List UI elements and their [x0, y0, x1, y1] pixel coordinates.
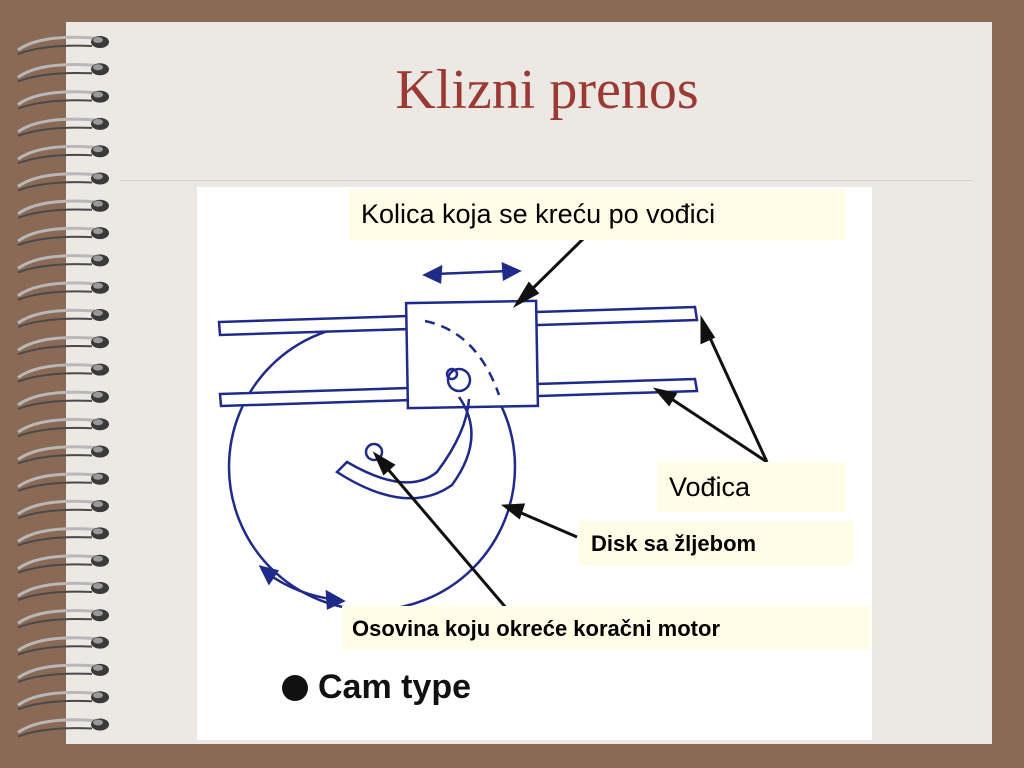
spiral-binding — [17, 35, 109, 738]
spiral-ring-icon — [17, 226, 109, 247]
spiral-ring-icon — [17, 363, 109, 383]
spiral-ring-icon — [17, 445, 109, 465]
label-shaft: Osovina koju okreće koračni motor — [342, 606, 870, 650]
label-carriage: Kolica koja se kreću po vođici — [349, 189, 845, 240]
spiral-ring-icon — [17, 690, 109, 711]
spiral-ring-icon — [17, 636, 109, 656]
diagram-drawing — [217, 237, 769, 612]
shaft-circle — [364, 442, 384, 462]
label-grooved-disk: Disk sa žljebom — [579, 521, 853, 565]
spiral-ring-icon — [17, 499, 109, 520]
spiral-ring-icon — [17, 527, 109, 547]
spiral-ring-icon — [17, 281, 109, 301]
leader-disk — [511, 507, 578, 539]
curved-arrow-icon — [258, 565, 346, 610]
slide-title: Klizni prenos — [395, 59, 699, 121]
spiral-ring-icon — [17, 308, 109, 328]
spiral-ring-icon — [17, 336, 109, 356]
spiral-ring-icon — [17, 63, 109, 83]
spiral-ring-icon — [17, 254, 109, 274]
spiral-ring-icon — [17, 417, 109, 438]
spiral-ring-icon — [17, 609, 109, 629]
leader-vodica-bottom — [663, 392, 768, 464]
follower-pin — [446, 367, 472, 393]
caption-text: Cam type — [318, 668, 472, 706]
disk-groove — [335, 396, 473, 500]
bullet-dot-icon — [282, 674, 308, 701]
spiral-ring-icon — [17, 117, 109, 137]
leader-osovina — [379, 460, 509, 610]
spiral-ring-icon — [17, 390, 109, 410]
spiral-ring-icon — [17, 35, 109, 55]
spiral-ring-icon — [17, 144, 109, 165]
spiral-ring-icon — [17, 199, 109, 219]
spiral-ring-icon — [17, 472, 109, 492]
spiral-ring-icon — [17, 718, 109, 738]
spiral-ring-icon — [17, 554, 109, 574]
dashed-arc — [424, 319, 501, 396]
carriage-block — [404, 299, 540, 410]
title-divider — [120, 180, 972, 181]
spiral-ring-icon — [17, 581, 109, 601]
leader-vodica-top — [703, 326, 769, 463]
spiral-ring-icon — [17, 90, 109, 110]
spiral-ring-icon — [17, 663, 109, 683]
spiral-ring-icon — [17, 172, 109, 192]
figure-caption: Cam type — [282, 668, 471, 707]
double-arrow-icon — [422, 262, 522, 284]
label-guide: Vođica — [657, 462, 845, 512]
